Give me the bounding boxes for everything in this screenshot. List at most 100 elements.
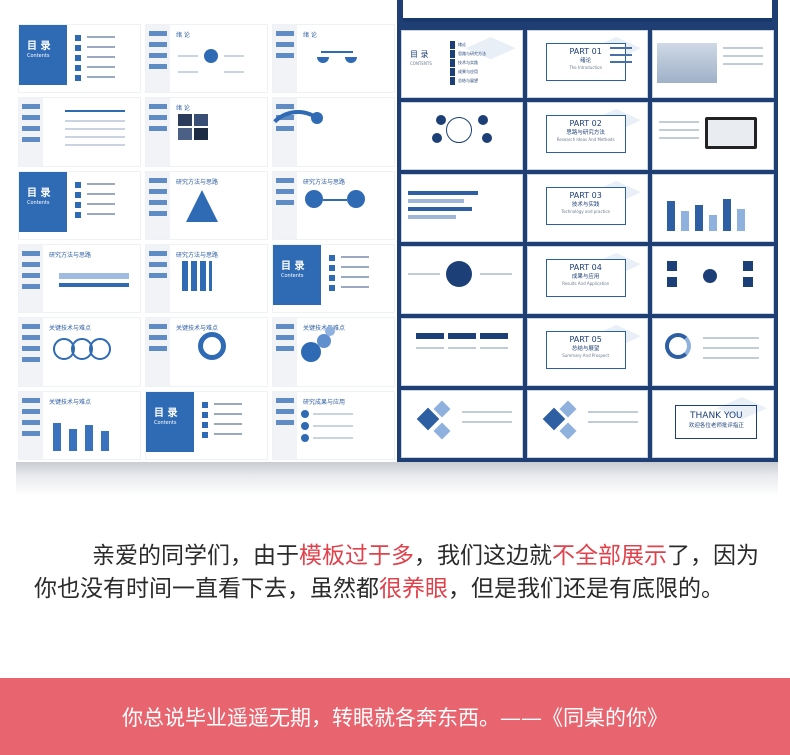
paragraph-text: 了，因为你也没有时间一直看下去，虽然都 bbox=[34, 543, 759, 602]
part-number: PART 01 bbox=[569, 47, 602, 56]
part-title-box: PART 04 成果与应用 Results And Application bbox=[545, 259, 626, 297]
part-title-cn: 绪论 bbox=[580, 58, 592, 64]
quote-banner: 你总说毕业遥遥无期，转眼就各奔东西。——《同桌的你》 bbox=[0, 678, 790, 755]
slide-title: 关键技术与难点 bbox=[49, 398, 92, 406]
contents-item: 思路与研究方法 bbox=[450, 50, 486, 58]
part-title-cn: 总结与展望 bbox=[571, 346, 600, 352]
left-template-collage: 目 录 Contents 绪 论 绪 论 bbox=[16, 22, 397, 462]
contents-item: 绪论 bbox=[450, 41, 486, 49]
bubbles-slide-thumb: 关键技术与难点 bbox=[272, 317, 395, 387]
photo-slide-thumb: 绪 论 bbox=[145, 97, 268, 167]
thank-you-title: THANK YOU bbox=[690, 411, 743, 421]
laptop-slide-thumb bbox=[652, 102, 774, 170]
classroom-photo-slide-thumb bbox=[652, 30, 774, 98]
part-title-cn: 技术与实践 bbox=[571, 202, 600, 208]
contents-lines bbox=[214, 402, 242, 443]
contents-lines bbox=[87, 182, 115, 223]
contents-markers bbox=[75, 181, 81, 222]
contents-markers bbox=[329, 255, 335, 295]
contents-lines bbox=[87, 36, 115, 86]
part-title-box: PART 02 思路与研究方法 Research Ideas And Metho… bbox=[545, 115, 626, 153]
part-title-en: Technology and practice bbox=[561, 209, 610, 214]
text-slide-thumb bbox=[18, 97, 141, 167]
slide-title: 研究方法与思路 bbox=[303, 178, 346, 186]
part-title-cn: 成果与应用 bbox=[571, 274, 600, 280]
part-number: PART 02 bbox=[569, 119, 602, 128]
paragraph-text: ，我们这边就 bbox=[414, 543, 552, 569]
slide-title: 研究方法与思路 bbox=[176, 178, 219, 186]
thank-you-slide-thumb: THANK YOU 欢迎各位老师批评指正 bbox=[652, 390, 774, 458]
intro-paragraph: 亲爱的同学们，由于模板过于多，我们这边就不全部展示了，因为你也没有时间一直看下去… bbox=[34, 540, 764, 606]
contents-cover-block: 目 录 Contents bbox=[19, 171, 67, 232]
contents-slide-thumb: 目 录 Contents bbox=[145, 390, 268, 460]
arc-slide-thumb bbox=[272, 97, 395, 167]
contents-cover-title: 目 录 bbox=[27, 187, 51, 199]
icons-slide-thumb bbox=[652, 246, 774, 314]
paragraph-highlight: 很养眼 bbox=[379, 576, 448, 602]
contents-cover-subtitle: Contents bbox=[154, 419, 177, 426]
scale-slide-thumb: 绪 论 bbox=[272, 24, 395, 94]
classroom-photo bbox=[657, 43, 718, 83]
contents-slide-thumb: 目 录 Contents bbox=[18, 170, 141, 240]
slide-title: 研究方法与思路 bbox=[49, 252, 92, 259]
method-slide-thumb: 研究方法与思路 bbox=[18, 244, 141, 314]
slide-title: 绪 论 bbox=[176, 32, 190, 39]
collage-shadow bbox=[16, 462, 778, 496]
contents-item: 总结与展望 bbox=[450, 77, 486, 85]
part-title-cn: 思路与研究方法 bbox=[566, 130, 605, 136]
paragraph-text: 亲爱的同学们，由于 bbox=[92, 543, 299, 569]
part-number: PART 03 bbox=[569, 191, 602, 200]
contents-cover-block: 目 录 Contents bbox=[273, 245, 321, 305]
contents-cover-block: 目 录 Contents bbox=[146, 391, 194, 452]
slide-title: 绪 论 bbox=[176, 105, 190, 113]
contents-title: 目 录 bbox=[410, 50, 429, 59]
cover-slide-edge bbox=[403, 0, 772, 22]
contents-lines bbox=[341, 256, 369, 296]
slide-title: 研究成果与应用 bbox=[303, 398, 346, 406]
part-05-slide-thumb: PART 05 总结与展望 Summary And Prospect bbox=[526, 318, 649, 386]
slide-title: 研究方法与思路 bbox=[176, 252, 219, 259]
contents-cover-subtitle: Contents bbox=[27, 199, 50, 206]
contents-slide-thumb: 目 录 Contents bbox=[272, 244, 395, 314]
part-04-slide-thumb: PART 04 成果与应用 Results And Application bbox=[526, 246, 649, 314]
part-01-slide-thumb: PART 01 绪论 The Introduction bbox=[526, 30, 649, 98]
pyramid-slide-thumb: 研究方法与思路 bbox=[145, 170, 268, 240]
part-title-en: Research Ideas And Methods bbox=[556, 137, 615, 142]
thank-you-subtitle: 欢迎各位老师批评指正 bbox=[688, 423, 744, 429]
lightbulb-slide-thumb bbox=[401, 102, 523, 170]
part-title-en: The Introduction bbox=[569, 65, 603, 70]
bars-slide-thumb: 关键技术与难点 bbox=[18, 390, 141, 460]
contents-markers bbox=[202, 401, 208, 442]
contents-cover-subtitle: Contents bbox=[27, 53, 50, 59]
part-title-en: Results And Application bbox=[562, 281, 610, 286]
contents-slide-thumb: 目 录 Contents bbox=[18, 24, 141, 94]
diamond-slide-thumb bbox=[526, 390, 649, 458]
contents-subtitle: CONTENTS bbox=[410, 61, 432, 66]
contents-item: 技术与实践 bbox=[450, 59, 486, 67]
laptop-image bbox=[705, 117, 758, 149]
key-point-slide-thumb bbox=[401, 246, 523, 314]
part-number: PART 04 bbox=[569, 263, 602, 272]
paragraph-highlight: 不全部展示 bbox=[552, 543, 667, 569]
column-chart-slide-thumb bbox=[652, 174, 774, 242]
contents-cover-subtitle: Contents bbox=[281, 273, 304, 279]
contents-cover-title: 目 录 bbox=[281, 261, 305, 272]
part-title-box: PART 03 技术与实践 Technology and practice bbox=[545, 187, 626, 225]
three-column-slide-thumb bbox=[401, 318, 523, 386]
puzzle-slide-thumb: 研究方法与思路 bbox=[145, 244, 268, 314]
results-slide-thumb: 研究成果与应用 bbox=[272, 390, 395, 460]
part-03-slide-thumb: PART 03 技术与实践 Technology and practice bbox=[526, 174, 649, 242]
flow-slide-thumb: 研究方法与思路 bbox=[272, 170, 395, 240]
paragraph-text: ，但是我们还是有底限的。 bbox=[448, 576, 724, 602]
part-title-en: Summary And Prospect bbox=[562, 353, 610, 358]
cycle-slide-thumb bbox=[652, 318, 774, 386]
part-title-box: PART 05 总结与展望 Summary And Prospect bbox=[545, 331, 626, 369]
right-template-collage: 目 录 CONTENTS 绪论 思路与研究方法 技术与实践 成果与应用 总结与展… bbox=[397, 0, 778, 462]
contents-item: 成果与应用 bbox=[450, 68, 486, 76]
diamond-slide-thumb bbox=[401, 390, 523, 458]
hbar-slide-thumb bbox=[401, 174, 523, 242]
contents-cover-title: 目 录 bbox=[154, 407, 178, 419]
intro-slide-thumb: 绪 论 bbox=[145, 24, 268, 94]
contents-slide-thumb: 目 录 CONTENTS 绪论 思路与研究方法 技术与实践 成果与应用 总结与展… bbox=[401, 30, 523, 98]
